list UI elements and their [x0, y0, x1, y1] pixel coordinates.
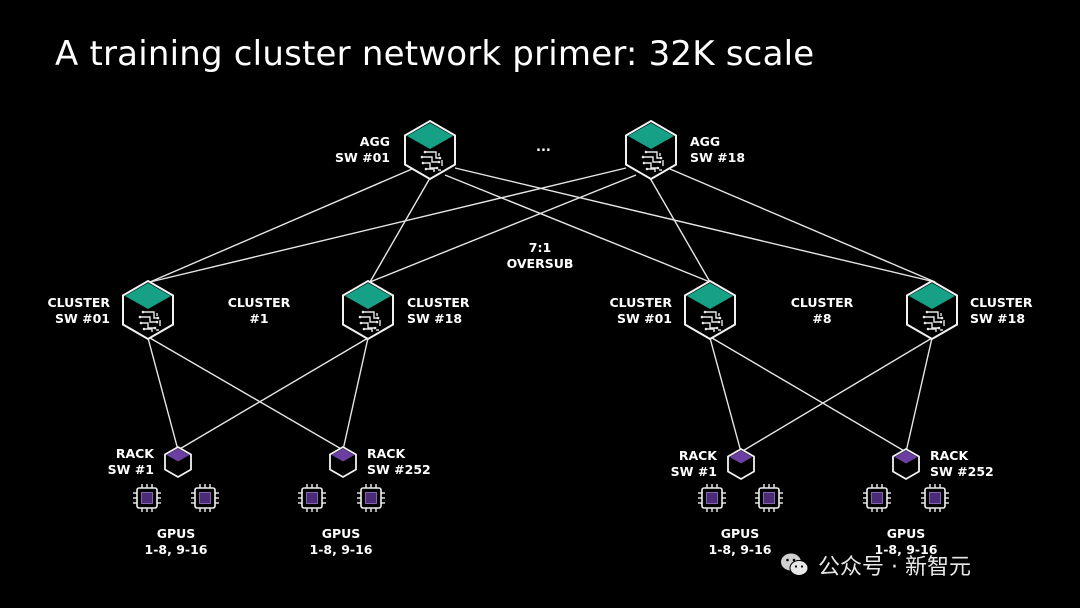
- page-title: A training cluster network primer: 32K s…: [55, 34, 815, 74]
- cluster1-rack-switch-252-icon: [329, 446, 357, 478]
- link-agg18-c1sw01: [149, 167, 627, 283]
- cluster8-switch-01-label-line1: CLUSTER: [609, 295, 672, 310]
- cluster8-switch-18-icon: [906, 280, 958, 340]
- link-c8sw01-rack1: [709, 337, 742, 453]
- cluster8-rack-switch-1-label-line2: SW #1: [670, 464, 717, 479]
- cluster8-rack1-gpus-label-line1: GPUS: [720, 526, 760, 541]
- link-agg01-c8sw18: [454, 167, 936, 283]
- link-c8sw18-rack1: [740, 337, 933, 453]
- cluster1-name-line1: CLUSTER: [227, 295, 291, 310]
- cluster8-rack252-gpu-b-icon: [920, 483, 950, 513]
- cluster1-rack-switch-252-label: RACK SW #252: [367, 446, 437, 478]
- cluster8-rack252-gpu-a-icon: [862, 483, 892, 513]
- cluster1-rack-switch-252-label-line2: SW #252: [367, 462, 431, 477]
- link-agg18-c8sw01: [649, 177, 711, 283]
- agg-switch-01-label-line1: AGG: [359, 134, 390, 149]
- link-agg18-c1sw18: [369, 174, 637, 283]
- link-c1sw01-rack1: [147, 337, 179, 451]
- cluster1-switch-18-label-line1: CLUSTER: [407, 295, 470, 310]
- cluster8-rack-switch-1-label: RACK SW #1: [659, 448, 717, 480]
- agg-switch-01-icon: [404, 120, 456, 180]
- cluster8-switch-01-icon: [684, 280, 736, 340]
- link-agg01-c1sw01: [149, 168, 413, 283]
- link-agg18-c8sw18: [669, 168, 936, 283]
- cluster8-switch-01-label: CLUSTER SW #01: [592, 295, 672, 327]
- cluster8-rack252-gpus-label-line1: GPUS: [886, 526, 926, 541]
- cluster8-switch-18-label-line1: CLUSTER: [970, 295, 1033, 310]
- cluster1-rack252-gpus-label-line1: GPUS: [321, 526, 361, 541]
- cluster8-switch-01-label-line2: SW #01: [616, 311, 672, 326]
- cluster1-switch-01-label: CLUSTER SW #01: [30, 295, 110, 327]
- agg-switch-01-label-line2: SW #01: [334, 150, 390, 165]
- link-lines: [147, 167, 936, 453]
- cluster1-switch-01-label-line2: SW #01: [54, 311, 110, 326]
- cluster1-rack-switch-1-label: RACK SW #1: [96, 446, 154, 478]
- cluster8-name-line1: CLUSTER: [790, 295, 854, 310]
- agg-switch-01-label: AGG SW #01: [330, 134, 390, 166]
- cluster1-rack1-gpus-label: GPUS 1-8, 9-16: [126, 526, 226, 558]
- cluster8-rack-switch-252-label: RACK SW #252: [930, 448, 1000, 480]
- cluster8-rack-switch-1-icon: [727, 448, 755, 480]
- cluster1-name: CLUSTER #1: [214, 295, 304, 327]
- link-c1sw18-rack252: [342, 337, 369, 451]
- watermark-text: 公众号 · 新智元: [818, 555, 971, 580]
- cluster1-rack1-gpus-label-line1: GPUS: [156, 526, 196, 541]
- oversub-ratio: 7:1: [528, 240, 552, 255]
- wechat-icon: [781, 553, 809, 576]
- cluster1-rack1-gpu-b-icon: [190, 483, 220, 513]
- link-agg01-c8sw01: [444, 174, 711, 283]
- cluster8-rack-switch-252-label-line1: RACK: [930, 448, 969, 463]
- cluster8-name-line2: #8: [812, 311, 832, 326]
- link-agg01-c1sw18: [369, 177, 431, 283]
- cluster1-switch-01-icon: [122, 280, 174, 340]
- oversub-label: 7:1 OVERSUB: [496, 240, 584, 272]
- link-c8sw01-rack252: [711, 337, 907, 453]
- cluster8-rack1-gpus-label: GPUS 1-8, 9-16: [690, 526, 790, 558]
- agg-switch-18-icon: [625, 120, 677, 180]
- cluster8-rack1-gpu-b-icon: [754, 483, 784, 513]
- oversub-text: OVERSUB: [506, 256, 574, 271]
- cluster1-rack252-gpu-a-icon: [297, 483, 327, 513]
- cluster8-rack-switch-252-label-line2: SW #252: [930, 464, 994, 479]
- cluster1-rack-switch-1-icon: [164, 446, 192, 478]
- cluster1-switch-18-label: CLUSTER SW #18: [407, 295, 487, 327]
- agg-switch-18-label: AGG SW #18: [690, 134, 760, 166]
- cluster8-rack1-gpus-label-line2: 1-8, 9-16: [708, 542, 772, 557]
- cluster8-name: CLUSTER #8: [777, 295, 867, 327]
- cluster1-rack-switch-1-label-line2: SW #1: [107, 462, 154, 477]
- cluster1-switch-18-icon: [342, 280, 394, 340]
- agg-switch-18-label-line2: SW #18: [690, 150, 746, 165]
- cluster1-rack252-gpus-label: GPUS 1-8, 9-16: [291, 526, 391, 558]
- cluster1-rack-switch-252-label-line1: RACK: [367, 446, 406, 461]
- cluster8-rack-switch-252-icon: [892, 448, 920, 480]
- agg-ellipsis: ...: [536, 140, 551, 155]
- cluster1-switch-18-label-line2: SW #18: [407, 311, 463, 326]
- cluster1-name-line2: #1: [249, 311, 269, 326]
- link-c1sw18-rack1: [177, 337, 369, 451]
- cluster8-switch-18-label-line2: SW #18: [970, 311, 1026, 326]
- cluster8-rack-switch-1-label-line1: RACK: [678, 448, 717, 463]
- agg-switch-18-label-line1: AGG: [690, 134, 721, 149]
- cluster1-rack1-gpu-a-icon: [132, 483, 162, 513]
- cluster8-rack252-gpus-label-line2: 1-8, 9-16: [874, 542, 938, 557]
- cluster1-rack1-gpus-label-line2: 1-8, 9-16: [144, 542, 208, 557]
- cluster1-rack252-gpus-label-line2: 1-8, 9-16: [309, 542, 373, 557]
- cluster8-switch-18-label: CLUSTER SW #18: [970, 295, 1050, 327]
- cluster8-rack252-gpus-label: GPUS 1-8, 9-16: [856, 526, 956, 558]
- watermark: 公众号 · 新智元: [780, 548, 971, 582]
- cluster1-rack252-gpu-b-icon: [356, 483, 386, 513]
- cluster1-rack-switch-1-label-line1: RACK: [115, 446, 154, 461]
- link-c8sw18-rack252: [905, 337, 933, 453]
- link-c1sw01-rack252: [149, 337, 344, 451]
- cluster8-rack1-gpu-a-icon: [697, 483, 727, 513]
- cluster1-switch-01-label-line1: CLUSTER: [47, 295, 110, 310]
